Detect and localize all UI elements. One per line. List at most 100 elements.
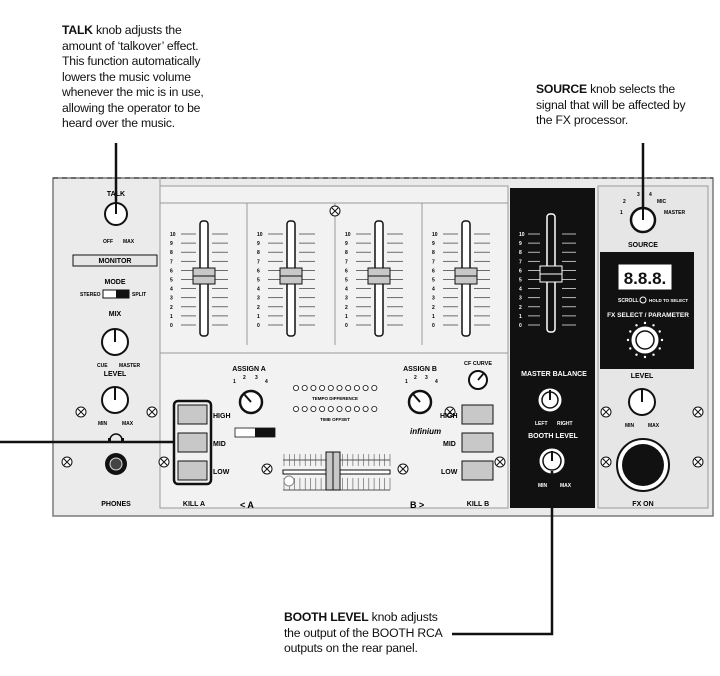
source-callout-line1: knob selects the (586, 82, 676, 96)
kill-b-high-button[interactable] (461, 404, 494, 425)
source-callout: SOURCE knob selects the signal that will… (536, 82, 686, 129)
source-callout-line3: the FX processor. (536, 113, 629, 127)
screw-icon (494, 456, 506, 468)
fader-scale-label: 9 (170, 241, 173, 247)
scroll-label: SCROLL (618, 298, 639, 304)
fader-scale-label: 3 (519, 296, 522, 302)
talk-callout-title: TALK (62, 23, 93, 37)
fader-scale-label: 3 (257, 296, 260, 302)
fx-select-knob[interactable] (631, 326, 659, 354)
phones-jack[interactable] (105, 453, 127, 475)
screw-icon (146, 406, 158, 418)
talk-knob[interactable] (104, 202, 128, 226)
tempo-led (310, 405, 317, 412)
kill-b-mid-button[interactable] (461, 432, 494, 453)
fader-scale-label: 8 (519, 250, 522, 256)
fader-scale-label: 6 (257, 268, 260, 274)
kill-a-mid-button[interactable] (177, 432, 208, 453)
screw-icon (444, 406, 456, 418)
fx-level-max-label: MAX (648, 423, 660, 429)
fx-select-dot (629, 347, 632, 350)
source-knob[interactable] (629, 206, 657, 234)
fader-scale-label: 5 (519, 278, 522, 284)
source-3-label: 3 (637, 192, 640, 198)
monitor-label: MONITOR (99, 258, 132, 265)
kill-a-low-label: LOW (213, 469, 230, 476)
mode-switch[interactable] (102, 289, 130, 299)
booth-level-knob[interactable] (539, 448, 565, 474)
assign-b-num-2: 2 (414, 375, 417, 381)
mix-label: MIX (109, 311, 122, 318)
assign-a-num-3: 3 (255, 375, 258, 381)
phones-level-knob[interactable] (101, 386, 129, 414)
monitor-label-box (72, 254, 158, 267)
kill-a-high-button[interactable] (177, 404, 208, 425)
stereo-label: STEREO (80, 292, 101, 298)
side-a-label: < A (240, 500, 254, 510)
assign-b-num-1: 1 (405, 379, 408, 385)
master-balance-label: MASTER BALANCE (521, 371, 587, 378)
fader-scale-label: 7 (519, 259, 522, 265)
cf-curve-knob[interactable] (468, 370, 488, 390)
kill-a-mid-label: MID (213, 441, 226, 448)
fader-scale-label: 1 (519, 314, 522, 320)
hold-to-select-label: HOLD TO SELECT (649, 298, 688, 303)
assign-a-num-1: 1 (233, 379, 236, 385)
booth-level-label: BOOTH LEVEL (528, 433, 579, 440)
master-balance-knob[interactable] (538, 388, 562, 412)
fx-display (618, 264, 672, 290)
fader-scale-label: 9 (432, 241, 435, 247)
fader-scale-label: 2 (432, 305, 435, 311)
fader-scale-label: 6 (170, 268, 173, 274)
fx-select-dot (652, 324, 655, 327)
fx-level-min-label: MIN (625, 423, 635, 429)
tempo-led (319, 405, 326, 412)
booth-leader-line (452, 471, 554, 636)
fader-scale-label: 1 (257, 314, 260, 320)
mix-knob[interactable] (101, 328, 129, 356)
fx-level-knob[interactable] (628, 388, 656, 416)
assign-b-knob[interactable] (407, 389, 433, 415)
fader-scale-label: 1 (432, 314, 435, 320)
fx-on-button[interactable] (616, 438, 670, 492)
assign-a-knob[interactable] (238, 389, 264, 415)
fader-scale-label: 5 (345, 278, 348, 284)
talk-off-label: OFF (103, 239, 113, 245)
screw-icon (158, 456, 170, 468)
screw-icon (600, 456, 612, 468)
fader-scale-label: 4 (257, 287, 260, 293)
assign-b-num-3: 3 (425, 375, 428, 381)
screw-icon (329, 205, 341, 217)
fader-scale-label: 6 (432, 268, 435, 274)
talk-callout-line7: heard over the music. (62, 116, 175, 130)
fader-scale-label: 1 (170, 314, 173, 320)
fx-display-readout: 8.8.8. (624, 269, 667, 288)
kill-b-low-button[interactable] (461, 460, 494, 481)
kill-a-low-button[interactable] (177, 460, 208, 481)
fx-select-dot (629, 330, 632, 333)
tempo-led (345, 384, 352, 391)
fader-scale-label: 6 (345, 268, 348, 274)
source-1-label: 1 (620, 210, 623, 216)
assign-b-label: ASSIGN B (403, 366, 437, 373)
fader-scale-label: 6 (519, 268, 522, 274)
fader-scale-label: 0 (432, 323, 435, 329)
fader-scale-label: 0 (345, 323, 348, 329)
fx-select-dot (643, 355, 647, 359)
booth-callout-line3: outputs on the rear panel. (284, 641, 418, 655)
talk-callout-line3: This function automatically (62, 54, 201, 68)
tempo-difference-label: TEMPO DIFFERENCE (312, 396, 358, 401)
fader-scale-label: 8 (170, 250, 173, 256)
tempo-led (362, 405, 369, 412)
fader-scale-label: 5 (257, 278, 260, 284)
talk-callout-line4: lowers the music volume (62, 69, 191, 84)
crossfader-knob[interactable] (325, 451, 341, 491)
tempo-led (292, 405, 299, 412)
booth-max-label: MAX (560, 483, 572, 489)
source-label: SOURCE (628, 242, 658, 249)
